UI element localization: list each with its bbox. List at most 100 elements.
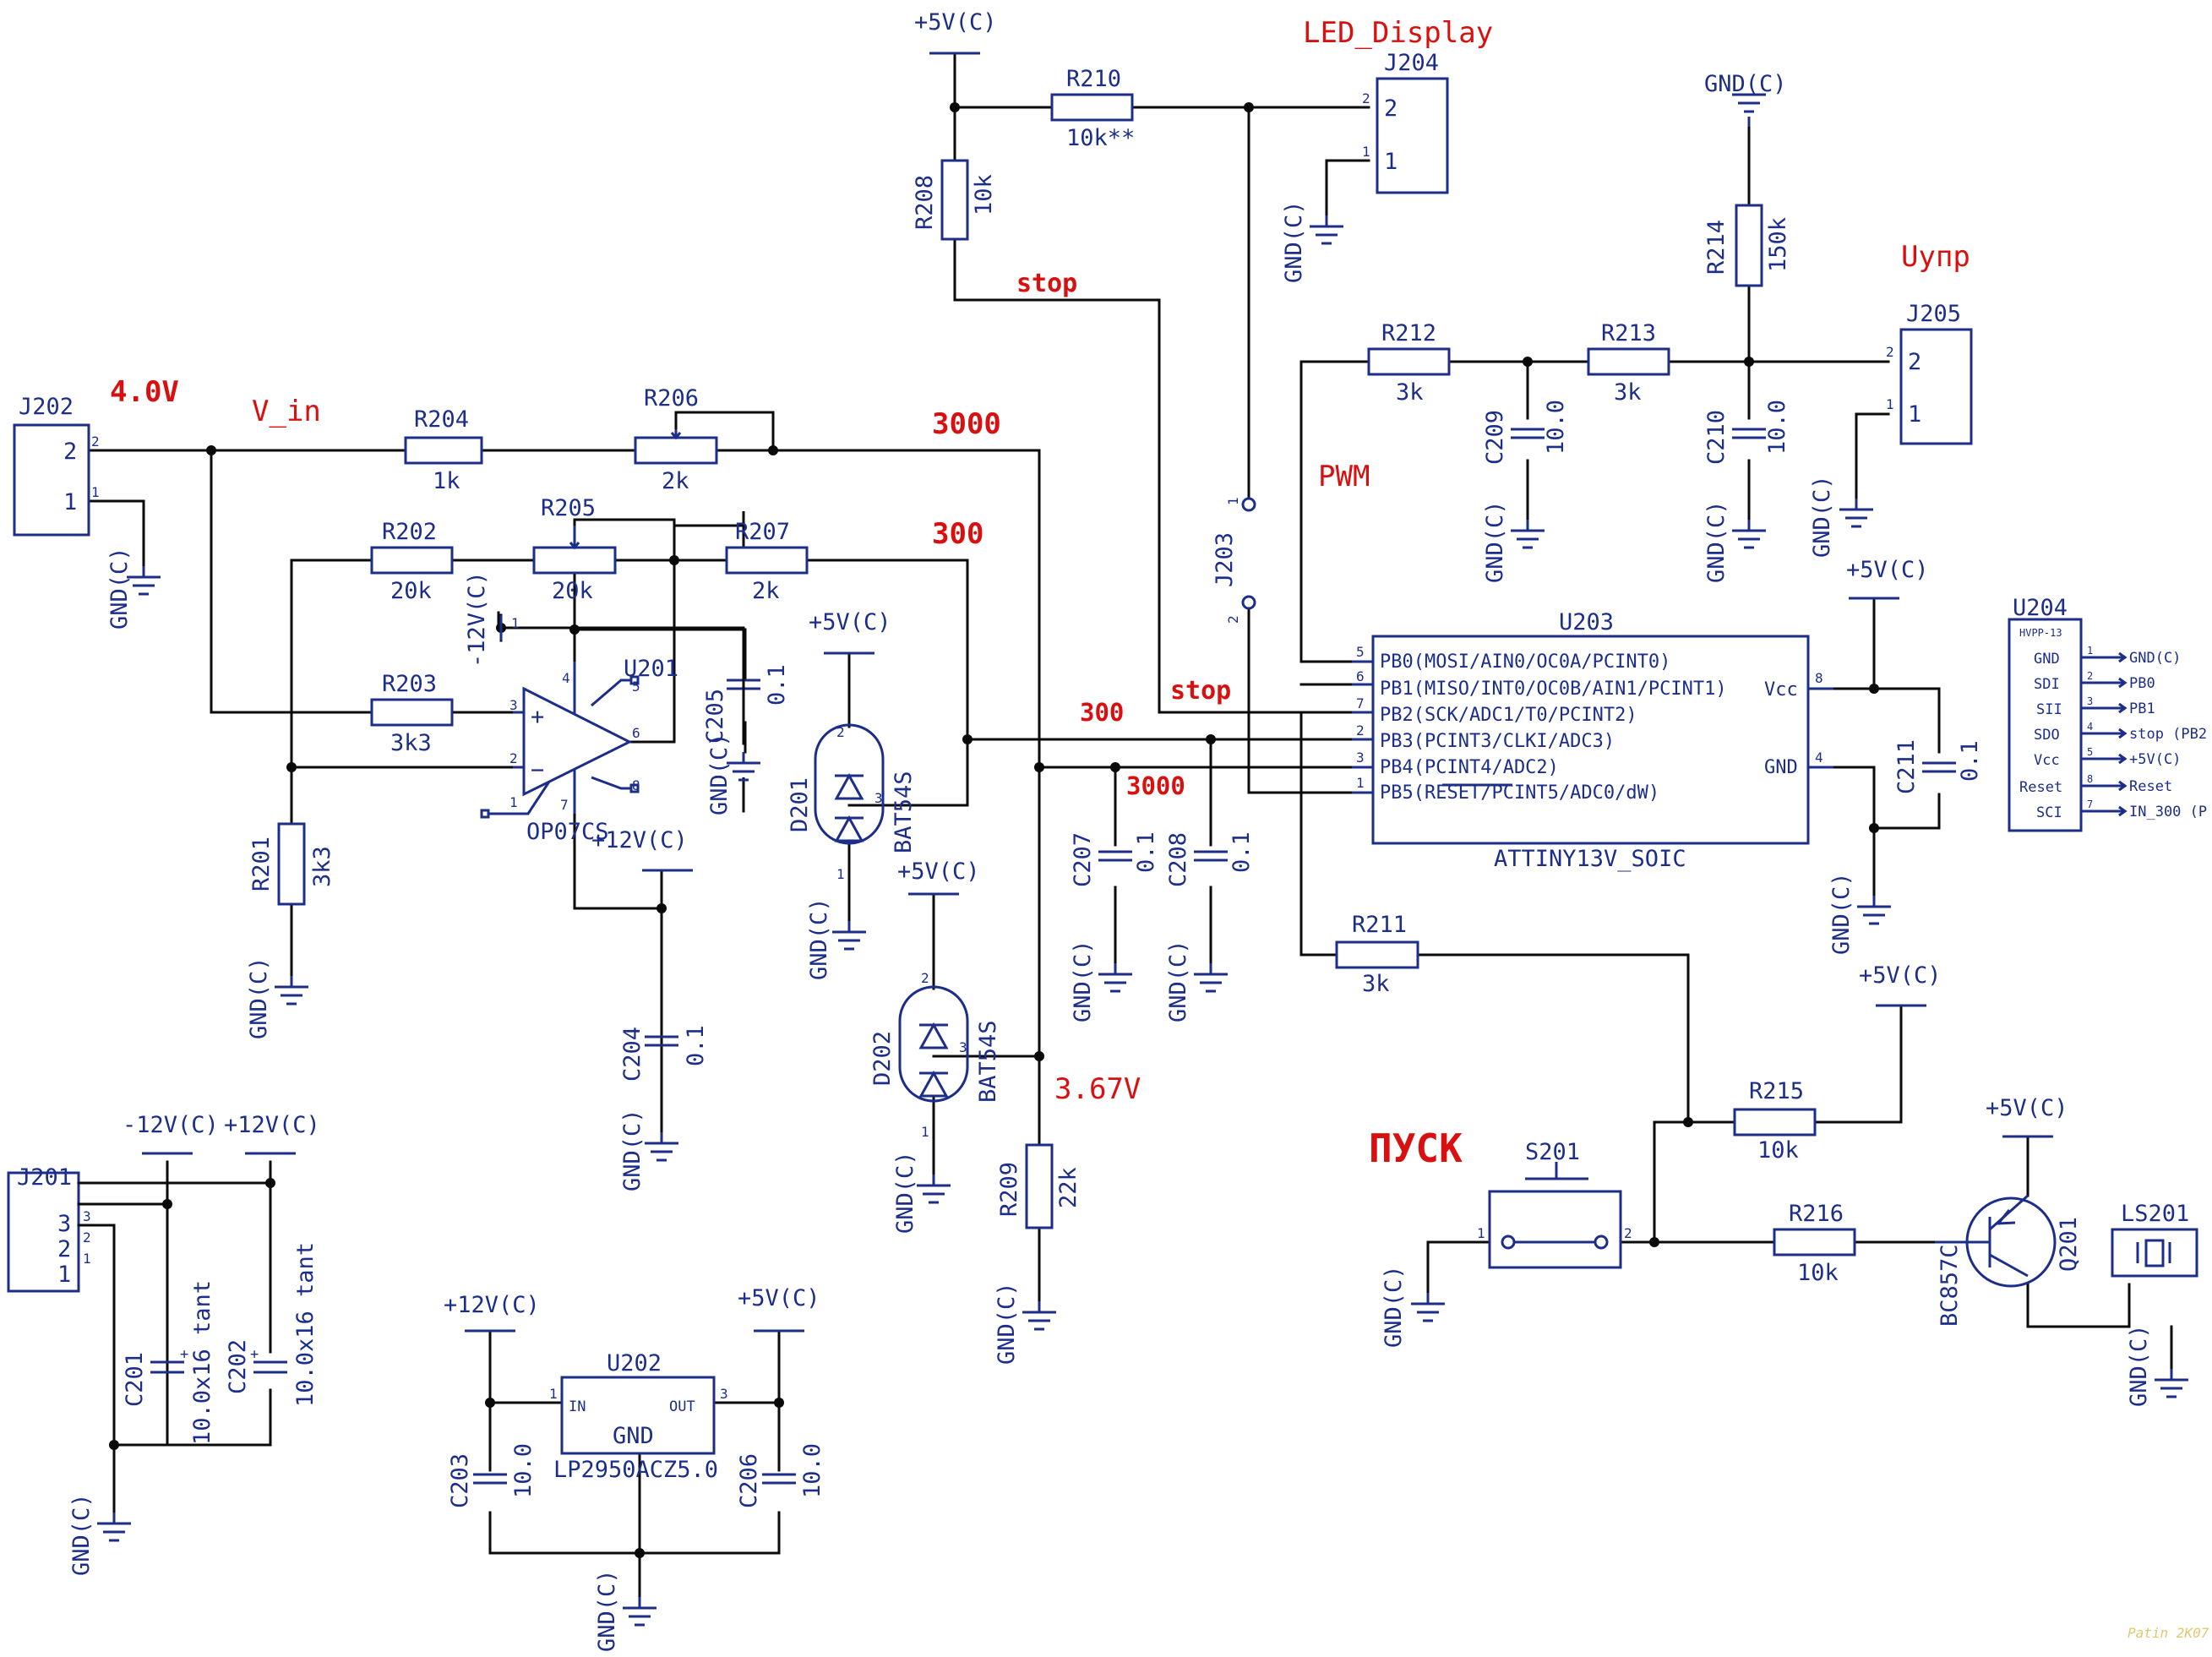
- resistor-r210: R210 10k**: [1050, 66, 1135, 151]
- value-label: 1k: [433, 468, 460, 494]
- supply-label: -12V(C): [123, 1112, 219, 1138]
- value-label: 10.0: [799, 1443, 825, 1498]
- pin-number: 4: [562, 670, 570, 686]
- pin-number: 2: [83, 1229, 91, 1245]
- supply-label: +5V(C): [738, 1285, 820, 1311]
- pin-name: Vcc: [1764, 679, 1798, 700]
- pin-number: 3: [2087, 695, 2093, 707]
- ref-label: U201: [624, 656, 678, 682]
- pin-number: 5: [1356, 644, 1365, 660]
- gnd-c204: GND(C): [619, 1109, 678, 1191]
- value-label: 10k: [1757, 1137, 1799, 1164]
- pin-name: SDI: [2034, 676, 2060, 693]
- net-label: +5V(C): [2129, 751, 2181, 768]
- watermark: Patin 2K07 radiokot.ru: [2128, 1625, 2212, 1641]
- net-label-pusk: ПУСК: [1369, 1126, 1463, 1171]
- ground-label: GND(C): [68, 1493, 95, 1576]
- net-label: Reset: [2129, 778, 2172, 795]
- ref-label: D202: [869, 1031, 896, 1086]
- gnd-j201: GND(C): [68, 1493, 131, 1576]
- pin-name: SDO: [2034, 727, 2060, 744]
- ref-label: R205: [541, 495, 596, 521]
- resistor-r211: R211 3k: [1335, 912, 1419, 997]
- pin-number: 7: [1356, 695, 1365, 711]
- net-annotations: LED_Display Uупр 4.0V V_in 3000 300 300 …: [110, 16, 1970, 1171]
- power-symbols: +5V(C) +5V(C) +5V(C) +5V(C) +5V(C) +5V(C…: [123, 9, 2068, 1333]
- value-label: 2k: [662, 468, 689, 494]
- ref-label: J201: [17, 1164, 72, 1191]
- subtitle: HVPP-13: [2019, 627, 2062, 639]
- gnd-c205: GND(C): [706, 733, 760, 815]
- gnd-r214: GND(C): [1704, 71, 1787, 127]
- part-label: BAT54S: [891, 771, 917, 853]
- value-label: 20k: [390, 578, 432, 604]
- pin-name: PB0(MOSI/AIN0/OC0A/PCINT0): [1380, 651, 1670, 673]
- ground-label: GND(C): [1165, 940, 1191, 1022]
- value-label: 0.1: [1229, 831, 1255, 873]
- value-label: 10.0x16 tant: [292, 1242, 319, 1407]
- ref-label: R207: [735, 519, 790, 545]
- pin-name: GND: [613, 1423, 654, 1449]
- capacitor-c210: C210 10.0: [1703, 400, 1790, 465]
- pin-number: 3: [874, 790, 883, 806]
- pin-number: 1: [921, 1124, 929, 1140]
- gnd-c210: GND(C): [1703, 500, 1766, 583]
- pin-number: 3: [720, 1386, 728, 1402]
- supply-5v-d202: +5V(C): [897, 858, 980, 896]
- supply-m12v-opamp: -12V(C): [464, 571, 503, 668]
- supply-label: +5V(C): [1859, 962, 1942, 989]
- supply-12v-reg: +12V(C): [444, 1292, 540, 1333]
- ref-label: C203: [447, 1453, 473, 1508]
- pin-number: 8: [1815, 670, 1823, 686]
- pin-label: 1: [1384, 149, 1397, 175]
- supply-label: +5V(C): [914, 9, 997, 35]
- ref-label: R208: [912, 175, 938, 230]
- pin-number: 3: [959, 1039, 967, 1055]
- mcu-u203: U203 ATTINY13V_SOIC 5 PB0(MOSI/AIN0/OC0A…: [1352, 609, 1833, 872]
- pin-number: 6: [1356, 668, 1365, 684]
- ref-label: R202: [382, 519, 437, 545]
- pin-name: PB4(PCINT4/ADC2): [1380, 757, 1559, 778]
- pin-number: 2: [921, 970, 929, 986]
- ref-label: R213: [1601, 320, 1656, 346]
- ref-label: R215: [1749, 1078, 1804, 1104]
- pin-name: PB5(RESET/PCINT5/ADC0/dW): [1380, 782, 1659, 804]
- supply-5v-q201: +5V(C): [1986, 1095, 2068, 1138]
- pin-number: 1: [1362, 144, 1370, 160]
- resistor-r209: R209 22k: [996, 1143, 1081, 1229]
- net-label: PB0: [2129, 675, 2155, 692]
- supply-m12v-j201: -12V(C): [123, 1112, 219, 1155]
- ground-label: GND(C): [619, 1109, 646, 1191]
- ref-label: J205: [1906, 301, 1961, 327]
- capacitor-c205: C205 0.1: [702, 664, 790, 744]
- pin-number: 1: [83, 1251, 91, 1267]
- ref-label: D201: [787, 777, 813, 832]
- supply-5v-r208: +5V(C): [914, 9, 997, 55]
- value-label: 10k: [1797, 1260, 1839, 1286]
- pin-number: 2: [2087, 670, 2093, 682]
- pin-number: 1: [1356, 775, 1365, 791]
- value-label: 0.1: [764, 664, 790, 706]
- pin-number: 5: [2087, 746, 2093, 758]
- pin-number: 3: [1356, 749, 1365, 766]
- supply-label: +12V(C): [444, 1292, 540, 1318]
- ref-label: U202: [607, 1350, 662, 1376]
- resistor-r201: R201 3k3: [248, 822, 335, 906]
- value-label: 3k: [1614, 379, 1642, 406]
- ground-label: GND(C): [1809, 475, 1835, 558]
- part-label: BAT54S: [975, 1020, 1001, 1103]
- pin-number: 1: [91, 484, 100, 500]
- pin-name: GND: [2034, 651, 2060, 668]
- ref-label: J204: [1384, 50, 1439, 76]
- ref-label: R206: [644, 385, 699, 412]
- pin-number: 8: [2087, 773, 2093, 785]
- connector-j203: J203 1 2: [1212, 497, 1256, 624]
- supply-label: +5V(C): [1846, 557, 1929, 583]
- value-label: 10.0x16 tant: [189, 1280, 215, 1445]
- ref-label: C207: [1070, 832, 1096, 887]
- ground-symbols: GND(C) GND(C) GND(C) GND(C) GND(C) GND(C…: [68, 71, 2188, 1652]
- gnd-j205: GND(C): [1809, 475, 1873, 558]
- net-label-4v: 4.0V: [110, 375, 179, 409]
- pin-number: 1: [836, 866, 845, 882]
- ground-label: GND(C): [594, 1569, 620, 1652]
